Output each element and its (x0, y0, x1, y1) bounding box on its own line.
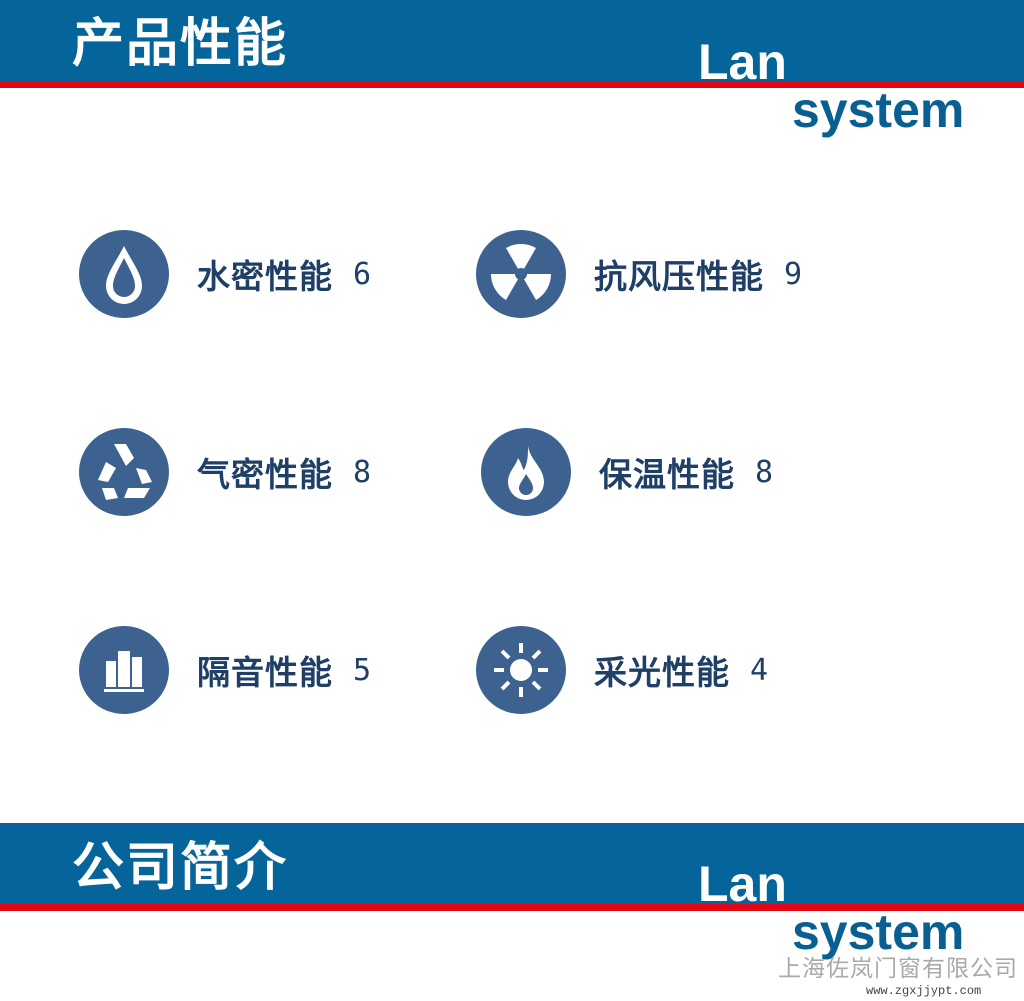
section-title-performance: 产品性能 (72, 14, 289, 74)
performance-item-wind: 抗风压性能 9 (476, 230, 802, 318)
item-value: 5 (353, 652, 372, 688)
item-value: 8 (755, 454, 774, 490)
item-value: 9 (784, 256, 803, 292)
item-value: 6 (353, 256, 372, 292)
watermark-url: www.zgxjjypt.com (866, 984, 982, 998)
top-banner (0, 0, 1024, 82)
logo-system: system (792, 904, 965, 960)
item-value: 8 (353, 454, 372, 490)
sound-insulation-icon (79, 626, 169, 714)
item-label: 采光性能 (594, 653, 730, 692)
logo-lan: Lan (698, 856, 787, 912)
performance-item-insulation: 保温性能 8 (481, 428, 773, 516)
bottom-banner (0, 823, 1024, 905)
recycle-icon (79, 428, 169, 516)
logo-lan: Lan (698, 34, 787, 90)
fan-icon (476, 230, 566, 318)
logo-system: system (792, 82, 965, 138)
performance-item-daylight: 采光性能 4 (476, 626, 768, 714)
flame-icon (481, 428, 571, 516)
bottom-red-stripe (0, 904, 1024, 911)
performance-item-air: 气密性能 8 (79, 428, 371, 516)
watermark-company: 上海佐岚门窗有限公司 (778, 956, 1018, 982)
item-label: 气密性能 (197, 455, 333, 494)
item-label: 隔音性能 (197, 653, 333, 692)
sun-icon (476, 626, 566, 714)
top-red-stripe (0, 81, 1024, 88)
item-label: 保温性能 (599, 455, 735, 494)
item-label: 抗风压性能 (594, 257, 764, 296)
performance-item-water: 水密性能 6 (79, 230, 371, 318)
item-label: 水密性能 (197, 257, 333, 296)
water-drop-icon (79, 230, 169, 318)
item-value: 4 (750, 652, 769, 688)
section-title-company: 公司简介 (72, 838, 289, 898)
performance-item-sound: 隔音性能 5 (79, 626, 371, 714)
